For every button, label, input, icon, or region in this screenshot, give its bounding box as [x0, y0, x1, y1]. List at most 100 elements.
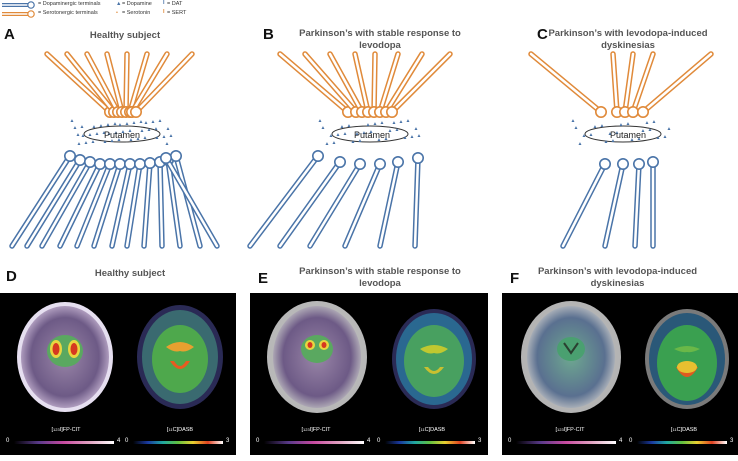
dopamine-marker: ▲: [351, 139, 356, 145]
panel-letter-e: E: [258, 270, 269, 287]
dat-icon: I: [163, 0, 165, 6]
dopamine-marker: ▲: [399, 119, 404, 125]
dopamine-marker: ▲: [329, 133, 334, 139]
dopamine-marker: ▲: [615, 130, 620, 136]
dopaminergic-terminal: [160, 152, 220, 249]
panel-title-a: Healthy subject: [89, 30, 161, 41]
terminal-bouton: [130, 105, 143, 118]
serotonergic-terminal: [302, 51, 363, 118]
dopamine-marker: ▲: [95, 131, 100, 137]
terminal-bouton: [64, 150, 77, 163]
panel-letter-f: F: [510, 270, 520, 287]
colorbar-fp-cit: [264, 441, 364, 444]
panel-title-e: Parkinson’s with stable response to levo…: [299, 266, 461, 289]
putamen-ellipse: [584, 125, 662, 143]
terminal-bouton: [170, 150, 183, 163]
scale-max-fp-cit: 4: [367, 438, 371, 444]
dopaminergic-terminal: [377, 156, 405, 249]
terminal-bouton: [386, 105, 399, 118]
colorbar-dasb: [385, 441, 475, 444]
diagram-healthy: ▲▲▲▲▲▲▲▲▲▲▲▲▲▲▲▲▲▲▲▲▲▲▲▲▲▲▲▲▲▲▲▲▲▲▲▲▲▲▲▲: [9, 51, 220, 249]
dopamine-marker: ▲: [128, 128, 133, 134]
scale-max-dasb: 3: [730, 438, 734, 444]
dopamine-marker: ▲: [589, 132, 594, 138]
dopaminergic-terminal: [57, 158, 107, 249]
dopamine-marker: ▲: [417, 133, 422, 139]
scale-min-fp-cit: 0: [256, 438, 260, 444]
dopamine-marker: ▲: [102, 130, 107, 136]
sert-icon: I: [163, 9, 165, 15]
terminal-bouton: [412, 152, 425, 165]
dopamine-marker: ▲: [340, 124, 345, 130]
terminal-bouton: [84, 156, 97, 169]
terminal-bouton: [617, 158, 630, 171]
colorbar-fp-cit: [516, 441, 616, 444]
dopamine-marker: ▲: [656, 135, 661, 141]
dopamine-marker: ▲: [114, 130, 119, 136]
scan-label-fp-cit: [123I]FP-CIT: [301, 427, 331, 433]
dopamine-marker: ▲: [347, 123, 352, 129]
dopamine-marker: ▲: [155, 135, 160, 141]
dopamine-marker: ▲: [76, 132, 81, 138]
putamen-ellipse: [83, 125, 161, 143]
dopamine-marker: ▲: [336, 132, 341, 138]
terminal-bouton: [144, 157, 157, 170]
terminal-bouton: [647, 156, 660, 169]
terminal-bouton: [134, 158, 147, 171]
dopamine-marker: ▲: [84, 140, 89, 146]
dopamine-marker: ▲: [648, 127, 653, 133]
dopamine-icon: ▲: [116, 1, 122, 7]
dopamine-marker: ▲: [110, 138, 115, 144]
scan-label-dasb: [11C]DASB: [418, 427, 446, 433]
dopamine-marker: ▲: [88, 132, 93, 138]
terminal-bouton: [599, 158, 612, 171]
dopamine-marker: ▲: [154, 126, 159, 132]
serotonin-icon: •: [116, 10, 118, 16]
dopaminergic-terminal-icon: [2, 1, 35, 9]
dopamine-marker: ▲: [321, 125, 326, 131]
terminal-bouton: [74, 154, 87, 167]
dopamine-marker: ▲: [73, 125, 78, 131]
dopamine-marker: ▲: [637, 136, 642, 142]
dopaminergic-terminal: [124, 158, 147, 249]
dopamine-marker: ▲: [140, 128, 145, 134]
serotonergic-terminal: [386, 51, 453, 118]
serotonergic-terminal: [528, 51, 608, 118]
legend-dopaminergic-label: = Dopaminergic terminals: [38, 1, 101, 7]
dopaminergic-terminal: [74, 158, 117, 249]
scan-box-d: [123I]FP-CIT [11C]DASB 0 4 0 3: [0, 293, 236, 455]
putamen-label-b: Putamen: [354, 130, 391, 140]
dopamine-marker: ▲: [106, 122, 111, 128]
dopamine-marker: ▲: [166, 126, 171, 132]
dopamine-marker: ▲: [384, 136, 389, 142]
dopamine-marker: ▲: [151, 119, 156, 125]
terminal-bouton: [637, 105, 650, 118]
terminal-bouton: [374, 158, 387, 171]
dopamine-marker: ▲: [143, 135, 148, 141]
dopamine-marker: ▲: [118, 122, 123, 128]
legend-dat-label: = DAT: [167, 1, 183, 7]
dopamine-marker: ▲: [652, 119, 657, 125]
terminal-bouton: [114, 158, 127, 171]
dopamine-marker: ▲: [80, 124, 85, 130]
legend-serotonergic-label: = Serotonergic terminals: [38, 10, 98, 16]
dopamine-marker: ▲: [582, 133, 587, 139]
dopaminergic-terminal: [412, 152, 425, 249]
dopamine-marker: ▲: [388, 128, 393, 134]
terminal-bouton: [627, 105, 640, 118]
dopamine-marker: ▲: [77, 141, 82, 147]
dopaminergic-terminal: [602, 158, 630, 249]
terminal-bouton: [595, 105, 608, 118]
dopamine-marker: ▲: [165, 141, 170, 147]
dopamine-marker: ▲: [169, 133, 174, 139]
dopamine-marker: ▲: [380, 120, 385, 126]
dopamine-marker: ▲: [121, 129, 126, 135]
scan-label-dasb: [11C]DASB: [670, 427, 698, 433]
dopamine-marker: ▲: [107, 131, 112, 137]
brain-image-dasb: [645, 309, 729, 409]
dopaminergic-terminal: [307, 158, 367, 249]
scale-min-dasb: 0: [377, 438, 381, 444]
dopamine-marker: ▲: [641, 128, 646, 134]
scale-max-dasb: 3: [478, 438, 482, 444]
dopamine-marker: ▲: [377, 137, 382, 143]
